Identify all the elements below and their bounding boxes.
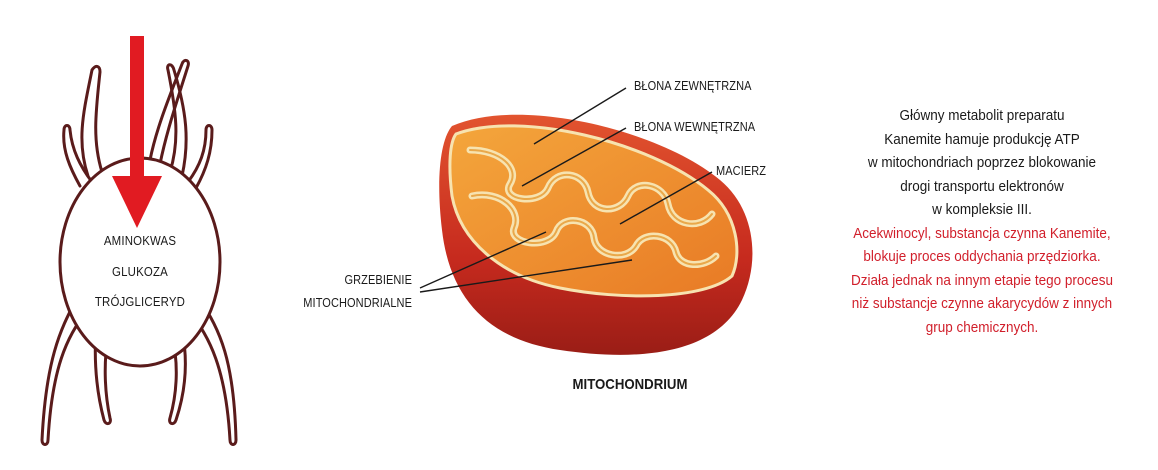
mite-leg [93,328,112,426]
mitochondrion-title: MITOCHONDRIUM [572,376,688,393]
info-line: drogi transportu elektronów [900,177,1064,195]
mite-leg [80,64,104,178]
mite-diagram: AMINOKWAS GLUKOZA TRÓJGLICERYD [0,0,280,470]
leader-line-cristae-1 [419,231,547,289]
label-outer-membrane: BŁONA ZEWNĘTRZNA [634,79,752,93]
info-line-highlight: Działa jednak na innym etapie tego proce… [851,271,1113,289]
label-inner-membrane: BŁONA WEWNĘTRZNA [634,120,756,134]
info-line: Kanemite hamuje produkcję ATP [884,130,1080,148]
mite-label-aminokwas: AMINOKWAS [103,233,177,248]
info-line-highlight: blokuje proces oddychania przędziorka. [863,248,1101,265]
mite-label-trojgliceryd: TRÓJGLICERYD [94,294,186,309]
info-line: w kompleksie III. [932,201,1032,218]
mite-leg [166,63,188,178]
mite-leg [148,58,190,166]
mite-leg [62,124,94,188]
info-line-highlight: Acekwinocyl, substancja czynna Kanemite, [853,224,1111,242]
arrow-down-icon [112,36,162,228]
mite-leg [186,124,214,190]
mito-inner-face [448,124,739,298]
info-line: Główny metabolit preparatu [899,107,1065,124]
mite-leg [40,298,90,446]
label-matrix: MACIERZ [716,164,767,178]
leader-line-matrix [619,171,713,225]
leader-line-inner-membrane [521,127,627,187]
mite-leg [186,298,238,446]
leader-line-outer-membrane [533,87,627,145]
mite-leg [168,328,187,426]
mite-illustration [40,36,238,446]
label-cristae-line1: GRZEBIENIE [344,273,412,287]
info-line: w mitochondriach poprzez blokowanie [867,154,1097,171]
label-cristae-line2: MITOCHONDRIALNE [303,296,412,310]
info-line-highlight: grup chemicznych. [925,318,1039,336]
leader-line-cristae-2 [419,259,633,293]
mite-label-glukoza: GLUKOZA [112,264,168,279]
info-line-highlight: niż substancje czynne akarycydów z innyc… [851,295,1113,312]
info-text-block: Główny metabolit preparatu Kanemite hamu… [829,104,1135,339]
mitochondrion-illustration [419,87,753,355]
